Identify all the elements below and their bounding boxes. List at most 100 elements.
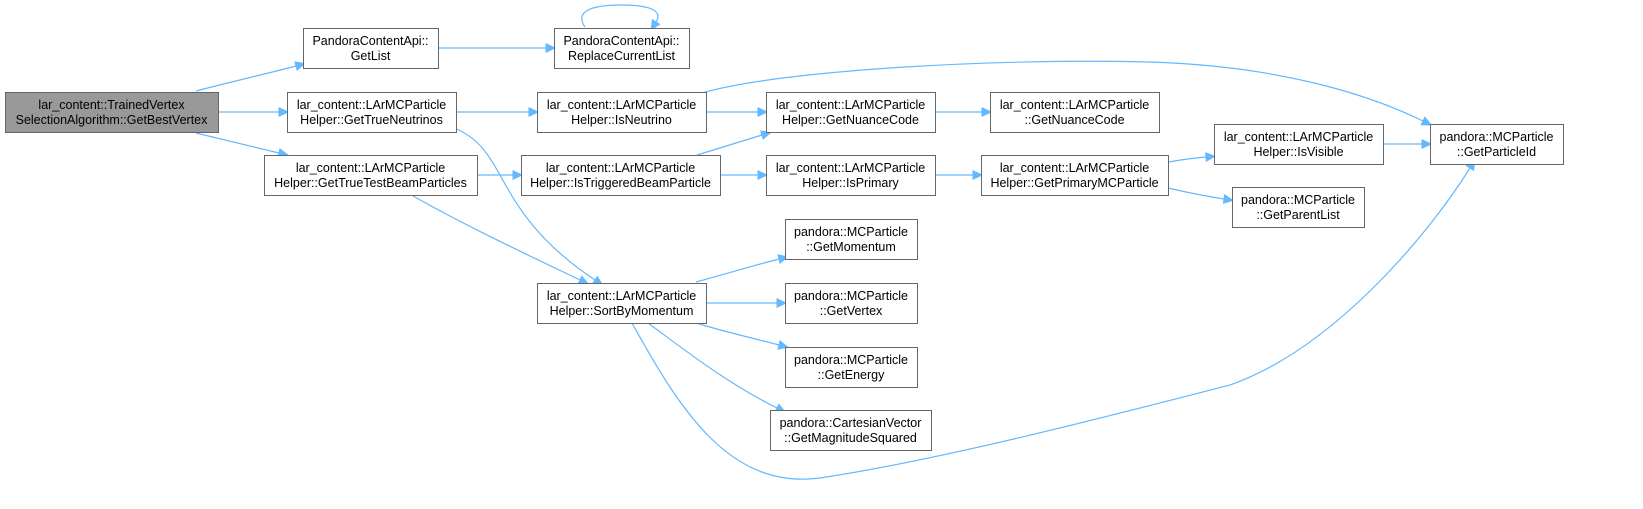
edge-get-true-neutrinos-to-sort-by-momentum bbox=[453, 127, 604, 286]
node-label-line: ::GetMagnitudeSquared bbox=[784, 431, 917, 445]
edge-get-true-neutrinos-to-is-neutrino bbox=[456, 107, 540, 117]
node-label-line: Helper::IsTriggeredBeamParticle bbox=[530, 176, 711, 190]
node-is-triggered-beam[interactable]: lar_content::LArMCParticleHelper::IsTrig… bbox=[521, 155, 721, 196]
node-box bbox=[1232, 187, 1365, 228]
edge-line bbox=[696, 134, 763, 156]
node-box bbox=[537, 283, 707, 324]
node-box bbox=[785, 283, 918, 324]
node-box bbox=[1430, 124, 1564, 165]
node-label-line: Helper::SortByMomentum bbox=[550, 304, 694, 318]
node-label-line: pandora::MCParticle bbox=[794, 289, 908, 303]
node-label-line: PandoraContentApi:: bbox=[563, 34, 679, 48]
edge-get-best-vertex-to-get-true-test-beam bbox=[195, 132, 289, 158]
arrowhead-icon bbox=[577, 275, 590, 285]
node-is-neutrino[interactable]: lar_content::LArMCParticleHelper::IsNeut… bbox=[537, 92, 707, 133]
edge-get-true-test-beam-to-sort-by-momentum bbox=[412, 195, 590, 285]
edge-get-primary-mc-to-get-parent-list bbox=[1167, 187, 1235, 204]
node-label-line: SelectionAlgorithm::GetBestVertex bbox=[16, 113, 209, 127]
node-label-line: lar_content::LArMCParticle bbox=[1224, 130, 1373, 144]
edge-get-primary-mc-to-is-visible bbox=[1167, 152, 1217, 163]
edge-line bbox=[1167, 156, 1207, 163]
edge-is-primary-to-get-primary-mc bbox=[935, 170, 984, 180]
arrowhead-icon bbox=[972, 170, 984, 180]
edge-line bbox=[195, 132, 280, 154]
node-label-line: Helper::GetTrueTestBeamParticles bbox=[274, 176, 467, 190]
node-replace-current-list[interactable]: PandoraContentApi::ReplaceCurrentList bbox=[554, 28, 690, 69]
node-get-list[interactable]: PandoraContentApi::GetList bbox=[303, 28, 439, 69]
edge-is-visible-to-get-particle-id bbox=[1383, 139, 1433, 149]
node-box bbox=[303, 28, 439, 69]
edge-line bbox=[453, 127, 596, 281]
node-get-true-test-beam[interactable]: lar_content::LArMCParticleHelper::GetTru… bbox=[264, 155, 478, 196]
edges-layer bbox=[195, 4, 1476, 480]
arrowhead-icon bbox=[1421, 139, 1433, 149]
node-label-line: lar_content::LArMCParticle bbox=[776, 161, 925, 175]
node-is-primary[interactable]: lar_content::LArMCParticleHelper::IsPrim… bbox=[766, 155, 936, 196]
edge-get-list-to-replace-current-list bbox=[438, 43, 557, 53]
node-label-line: Helper::IsNeutrino bbox=[571, 113, 672, 127]
node-box bbox=[264, 155, 478, 196]
edge-get-true-test-beam-to-is-triggered-beam bbox=[477, 170, 524, 180]
node-label-line: lar_content::LArMCParticle bbox=[1000, 161, 1149, 175]
arrowhead-icon bbox=[528, 107, 540, 117]
node-label-line: GetList bbox=[351, 49, 391, 63]
arrowhead-icon bbox=[294, 61, 306, 71]
node-get-best-vertex[interactable]: lar_content::TrainedVertexSelectionAlgor… bbox=[5, 92, 219, 133]
edge-is-neutrino-to-helper-get-nuance-code bbox=[706, 107, 769, 117]
node-label-line: Helper::GetNuanceCode bbox=[782, 113, 919, 127]
nodes-layer: lar_content::TrainedVertexSelectionAlgor… bbox=[5, 28, 1564, 451]
node-label-line: ::GetEnergy bbox=[818, 368, 885, 382]
node-is-visible[interactable]: lar_content::LArMCParticleHelper::IsVisi… bbox=[1214, 124, 1384, 165]
node-label-line: pandora::CartesianVector bbox=[780, 416, 922, 430]
node-box bbox=[990, 92, 1160, 133]
node-get-momentum[interactable]: pandora::MCParticle::GetMomentum bbox=[785, 219, 918, 260]
node-get-true-neutrinos[interactable]: lar_content::LArMCParticleHelper::GetTru… bbox=[287, 92, 457, 133]
node-get-parent-list[interactable]: pandora::MCParticle::GetParentList bbox=[1232, 187, 1365, 228]
edge-line bbox=[581, 4, 659, 28]
edge-line bbox=[695, 322, 780, 346]
node-label-line: Helper::IsVisible bbox=[1253, 145, 1343, 159]
edge-helper-get-nuance-code-to-l-ar-get-nuance-code bbox=[935, 107, 993, 117]
edge-line bbox=[1167, 187, 1225, 200]
node-label-line: ReplaceCurrentList bbox=[568, 49, 676, 63]
edge-get-best-vertex-to-get-true-neutrinos bbox=[218, 107, 290, 117]
edge-is-triggered-beam-to-is-primary bbox=[720, 170, 769, 180]
node-label-line: ::GetMomentum bbox=[806, 240, 896, 254]
node-l-ar-get-nuance-code[interactable]: lar_content::LArMCParticle::GetNuanceCod… bbox=[990, 92, 1160, 133]
node-get-vertex[interactable]: pandora::MCParticle::GetVertex bbox=[785, 283, 918, 324]
node-get-energy[interactable]: pandora::MCParticle::GetEnergy bbox=[785, 347, 918, 388]
node-box bbox=[1214, 124, 1384, 165]
edge-sort-by-momentum-to-get-vertex bbox=[706, 298, 788, 308]
node-label-line: lar_content::TrainedVertex bbox=[38, 98, 185, 112]
node-box bbox=[785, 219, 918, 260]
node-label-line: lar_content::LArMCParticle bbox=[547, 289, 696, 303]
node-get-primary-mc[interactable]: lar_content::LArMCParticleHelper::GetPri… bbox=[981, 155, 1169, 196]
edge-line bbox=[695, 258, 780, 283]
node-sort-by-momentum[interactable]: lar_content::LArMCParticleHelper::SortBy… bbox=[537, 283, 707, 324]
node-box bbox=[785, 347, 918, 388]
node-box bbox=[766, 155, 936, 196]
edge-is-triggered-beam-to-helper-get-nuance-code bbox=[696, 130, 772, 156]
node-box bbox=[5, 92, 219, 133]
node-label-line: pandora::MCParticle bbox=[1241, 193, 1355, 207]
arrowhead-icon bbox=[757, 107, 769, 117]
node-helper-get-nuance-code[interactable]: lar_content::LArMCParticleHelper::GetNua… bbox=[766, 92, 936, 133]
edge-sort-by-momentum-to-get-mag-sq bbox=[647, 322, 787, 413]
edge-line bbox=[701, 60, 1424, 122]
arrowhead-icon bbox=[512, 170, 524, 180]
node-get-particle-id[interactable]: pandora::MCParticle::GetParticleId bbox=[1430, 124, 1564, 165]
arrowhead-icon bbox=[776, 298, 788, 308]
node-label-line: pandora::MCParticle bbox=[794, 353, 908, 367]
node-box bbox=[287, 92, 457, 133]
edge-is-neutrino-to-get-particle-id bbox=[701, 60, 1433, 126]
node-box bbox=[981, 155, 1169, 196]
edge-replace-current-list-to-replace-current-list bbox=[581, 4, 661, 31]
arrowhead-icon bbox=[650, 18, 661, 31]
node-label-line: Helper::GetPrimaryMCParticle bbox=[990, 176, 1158, 190]
arrowhead-icon bbox=[1420, 116, 1433, 126]
edge-get-best-vertex-to-get-list bbox=[195, 61, 306, 92]
arrowhead-icon bbox=[981, 107, 993, 117]
node-get-mag-sq[interactable]: pandora::CartesianVector::GetMagnitudeSq… bbox=[770, 410, 932, 451]
node-label-line: lar_content::LArMCParticle bbox=[297, 98, 446, 112]
